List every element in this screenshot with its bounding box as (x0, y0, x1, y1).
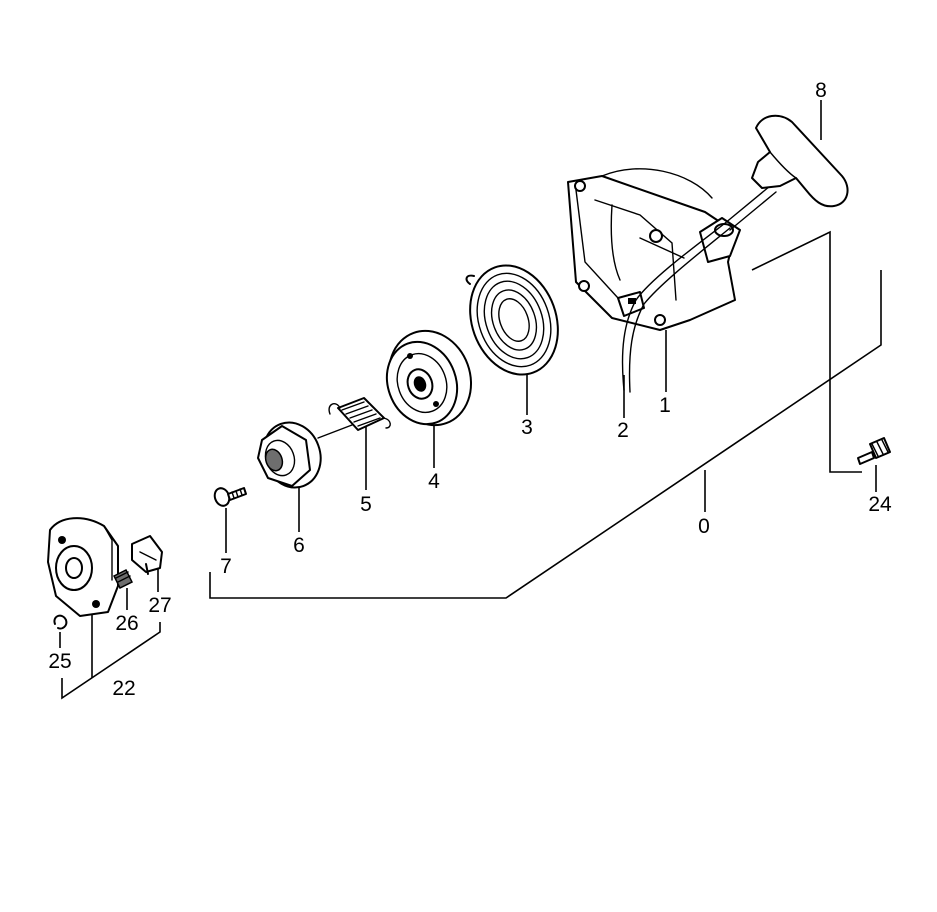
starter-housing (567, 168, 741, 331)
housing-hole-3 (654, 314, 666, 326)
bracket-22 (61, 622, 161, 700)
bracket-24 (751, 230, 862, 473)
leader-lines (59, 100, 882, 700)
housing-hole-1 (574, 180, 586, 192)
housing-hole-4 (649, 229, 663, 243)
axis-5-6 (317, 424, 353, 439)
bracket-0 (209, 270, 882, 599)
callout-5: 5 (360, 493, 372, 516)
starter-handle (751, 114, 849, 208)
small-spring (112, 568, 134, 590)
callout-1: 1 (659, 394, 671, 417)
callout-0: 0 (698, 515, 710, 538)
pawl-spring (328, 397, 391, 431)
pawl (131, 535, 163, 575)
callout-labels: 8 1 2 3 4 5 6 7 0 24 27 26 25 22 (48, 79, 892, 700)
callout-2: 2 (617, 419, 629, 442)
callout-7: 7 (220, 555, 232, 578)
ratchet (257, 421, 322, 489)
callout-22: 22 (112, 677, 135, 700)
starter-rope (621, 185, 777, 393)
callout-8: 8 (815, 79, 827, 102)
callout-24: 24 (868, 493, 892, 516)
callout-27: 27 (148, 594, 171, 617)
starter-reel (385, 329, 473, 427)
callout-25: 25 (48, 650, 71, 673)
callout-6: 6 (293, 534, 305, 557)
recoil-spring (465, 264, 559, 376)
circlip (53, 614, 68, 630)
screw (213, 487, 247, 507)
pulley-plate-assembly (47, 517, 119, 617)
callout-26: 26 (115, 612, 138, 635)
callout-4: 4 (428, 470, 440, 493)
housing-hole-2 (578, 280, 590, 292)
bolt (857, 437, 891, 465)
callout-3: 3 (521, 416, 533, 439)
